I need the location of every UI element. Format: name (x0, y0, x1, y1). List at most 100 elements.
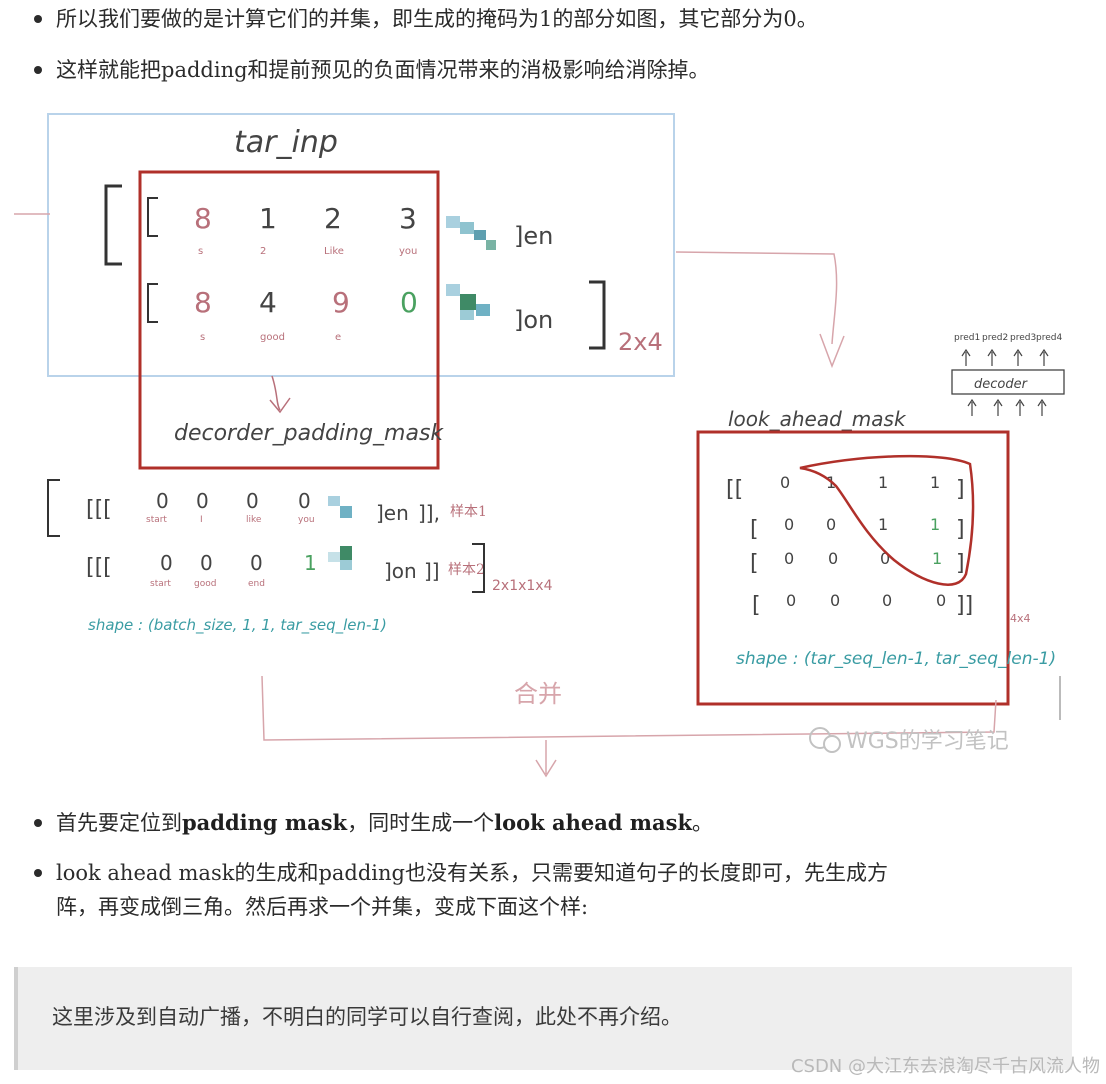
mask-cell: 1 (304, 551, 317, 575)
text-run: ，同时生成一个 (347, 811, 494, 835)
shape-right: shape : (tar_seq_len-1, tar_seq_len-1) (736, 649, 1056, 669)
mask-note: 样本2 (448, 562, 485, 578)
mask-cell: 0 (156, 489, 169, 513)
tar-cell: 8 (194, 202, 212, 235)
svg-text:]]: ]] (424, 559, 440, 583)
mask-dims: 2x1x1x4 (492, 578, 553, 594)
mask-word: end (248, 579, 265, 589)
svg-text:[: [ (750, 517, 759, 542)
tar-word: you (399, 246, 417, 257)
pred-label: pred3 (1010, 333, 1036, 343)
look-cell: 0 (830, 591, 840, 610)
look-cell: 0 (784, 549, 794, 568)
look-cell: 1 (878, 515, 888, 534)
lang-tag: ]on (514, 306, 553, 334)
mask-tag: ]on (384, 559, 417, 583)
mask-cell: 0 (196, 489, 209, 513)
svg-text:[: [ (750, 551, 759, 576)
look-cell: 0 (882, 591, 892, 610)
tar-word: e (335, 332, 341, 343)
shape-left: shape : (batch_size, 1, 1, tar_seq_len-1… (88, 616, 387, 635)
look-cell: 1 (932, 549, 942, 568)
svg-text:WGS的学习笔记: WGS的学习笔记 (846, 729, 1009, 754)
mask-word: start (150, 579, 171, 589)
tar-inp-dims: 2x4 (618, 328, 663, 356)
list-item-text: 首先要定位到padding mask，同时生成一个look ahead mask… (34, 806, 1046, 840)
tar-word: s (200, 332, 205, 343)
tar-cell: 8 (194, 286, 212, 319)
svg-text:]: ] (956, 551, 965, 576)
mask-note: 样本1 (450, 504, 487, 520)
text-run: 。 (692, 811, 713, 835)
mask-word: like (246, 515, 262, 525)
tar-word: 2 (260, 246, 266, 257)
list-item-text: 所以我们要做的是计算它们的并集，即生成的掩码为1的部分如图，其它部分为0。 (34, 2, 1046, 36)
look-cell: 0 (826, 515, 836, 534)
bullet-dot (34, 66, 42, 74)
mask-cell: 0 (246, 489, 259, 513)
merge-label: 合并 (514, 680, 562, 708)
mask-word: you (298, 515, 315, 525)
svg-text:[[: [[ (726, 477, 743, 502)
bold-term: padding mask (182, 810, 347, 835)
tar-cell: 0 (400, 286, 418, 319)
look-cell: 1 (930, 515, 940, 534)
look-cell: 0 (828, 549, 838, 568)
look-cell: 0 (786, 591, 796, 610)
list-item-text: look ahead mask的生成和padding也没有关系，只需要知道句子的… (34, 856, 1046, 924)
list-item: 这样就能把padding和提前预见的负面情况带来的消极影响给消除掉。 (34, 53, 1046, 87)
blockquote-text: 这里涉及到自动广播，不明白的同学可以自行查阅，此处不再介绍。 (52, 1000, 682, 1034)
mask-cell: 0 (160, 551, 173, 575)
tar-word: good (260, 332, 285, 343)
tar-inp-title: tar_inp (234, 125, 338, 160)
tar-word: s (198, 246, 203, 257)
tar-cell: 2 (324, 202, 342, 235)
csdn-watermark: CSDN @大江东去浪淘尽千古风流人物 (791, 1052, 1100, 1078)
lang-tag: ]en (514, 222, 553, 250)
mask-cell: 0 (298, 489, 311, 513)
pred-label: pred2 (982, 333, 1008, 343)
svg-text:]: ] (956, 517, 965, 542)
look-cell: 1 (930, 473, 940, 492)
list-item: look ahead mask的生成和padding也没有关系，只需要知道句子的… (34, 856, 1046, 924)
mask-cell: 0 (250, 551, 263, 575)
bold-term: look ahead mask (494, 810, 692, 835)
mask-diagram-figure: tar_inp 2x4 8 1 2 3 s 2 Like you ]en (14, 104, 1066, 788)
svg-text:[[[: [[[ (86, 497, 112, 522)
text-run: look ahead mask的生成和padding也没有关系，只需要知道句子的… (56, 861, 888, 885)
list-item-text: 这样就能把padding和提前预见的负面情况带来的消极影响给消除掉。 (34, 53, 1046, 87)
svg-text:]: ] (956, 477, 965, 502)
text-run: 阵，再变成倒三角。然后再求一个并集，变成下面这个样: (56, 895, 588, 919)
padding-label: decorder_padding_mask (174, 421, 444, 446)
pred-label: pred4 (1036, 333, 1062, 343)
bullet-dot (34, 819, 42, 827)
decoder-label: decoder (974, 377, 1029, 392)
look-dims: 4x4 (1010, 612, 1031, 625)
tar-cell: 1 (259, 202, 277, 235)
svg-text:[[[: [[[ (86, 555, 112, 580)
mask-word: I (200, 515, 203, 525)
svg-text:]]: ]] (956, 593, 973, 618)
look-cell: 0 (780, 473, 790, 492)
pred-label: pred1 (954, 333, 980, 343)
text-run: 首先要定位到 (56, 811, 182, 835)
tar-word: Like (324, 246, 344, 257)
mask-tag: ]en (376, 501, 409, 525)
svg-text:[: [ (752, 593, 761, 618)
tar-cell: 9 (332, 286, 350, 319)
look-cell: 0 (784, 515, 794, 534)
look-cell: 1 (878, 473, 888, 492)
tar-cell: 4 (259, 286, 277, 319)
list-item: 首先要定位到padding mask，同时生成一个look ahead mask… (34, 806, 1046, 840)
mask-word: start (146, 515, 167, 525)
bullet-dot (34, 15, 42, 23)
list-item: 所以我们要做的是计算它们的并集，即生成的掩码为1的部分如图，其它部分为0。 (34, 2, 1046, 36)
look-cell: 0 (936, 591, 946, 610)
mask-word: good (194, 579, 216, 589)
tar-cell: 3 (399, 202, 417, 235)
look-ahead-label: look_ahead_mask (728, 407, 907, 431)
svg-text:]],: ]], (418, 501, 440, 525)
mask-cell: 0 (200, 551, 213, 575)
bullet-dot (34, 869, 42, 877)
